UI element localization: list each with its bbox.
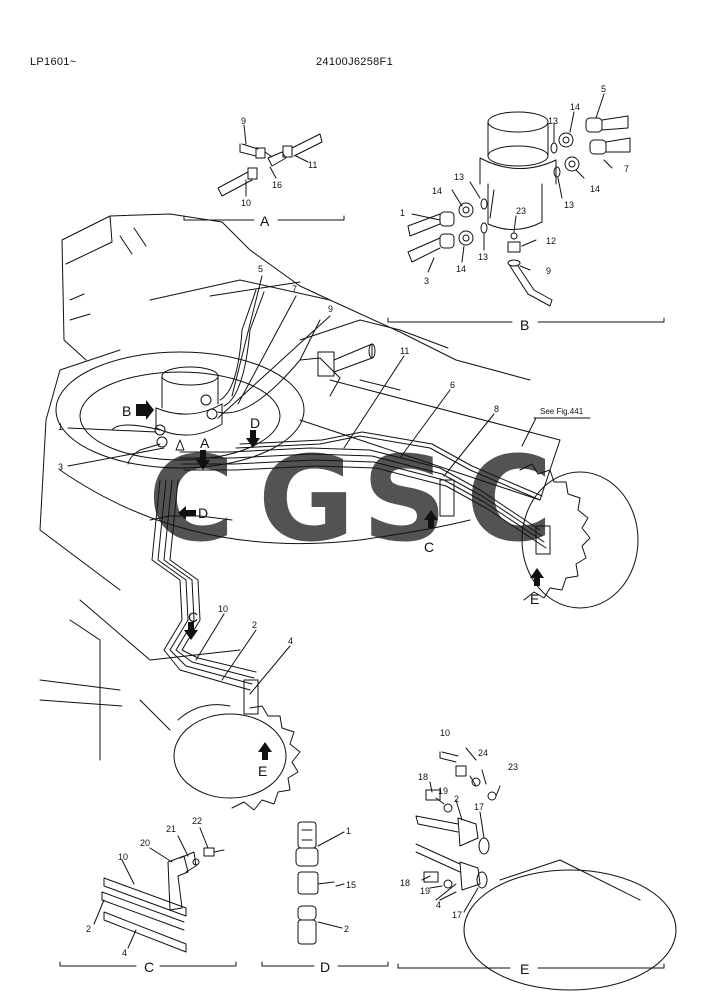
label-9: 9 xyxy=(328,304,333,314)
view-b-caption: B xyxy=(520,317,529,333)
arrow-label-a: A xyxy=(200,435,210,451)
view-c-caption: C xyxy=(144,959,154,975)
label-21: 21 xyxy=(166,824,176,834)
detail-a-labels: 9 11 16 10 A xyxy=(241,116,317,229)
upper-frame-body xyxy=(39,213,561,761)
label-24: 24 xyxy=(478,748,488,758)
label-1: 1 xyxy=(58,422,63,432)
travel-motor-right xyxy=(519,463,639,609)
arrow-label-e: E xyxy=(530,591,539,607)
label-2: 2 xyxy=(344,924,349,934)
detail-d-labels: 1 15 2 D xyxy=(320,826,356,975)
label-12: 12 xyxy=(546,236,556,246)
detail-b-labels: 5 14 13 7 14 13 13 14 1 23 12 14 13 3 9 … xyxy=(400,84,629,333)
label-10: 10 xyxy=(440,728,450,738)
main-hose-routing xyxy=(111,289,551,715)
travel-motor-left xyxy=(173,704,301,811)
label-14: 14 xyxy=(570,102,580,112)
label-10: 10 xyxy=(218,604,228,614)
see-figure-reference: See Fig.441 xyxy=(540,407,584,416)
label-9: 9 xyxy=(241,116,246,126)
label-19: 19 xyxy=(420,886,430,896)
watermark-letter-3: S xyxy=(362,430,447,568)
label-6: 6 xyxy=(450,380,455,390)
label-23: 23 xyxy=(516,206,526,216)
label-2: 2 xyxy=(252,620,257,630)
detail-d-drawing xyxy=(261,821,389,967)
cgsc-watermark: C G S C xyxy=(148,430,553,568)
watermark-letter-1: C xyxy=(148,430,235,568)
part-number: 24100J6258F1 xyxy=(316,56,393,68)
detail-c-labels: 22 21 20 10 2 4 C xyxy=(86,816,202,975)
label-3: 3 xyxy=(58,462,63,472)
arrow-label-b: B xyxy=(122,403,131,419)
label-11: 11 xyxy=(308,160,317,170)
label-3: 3 xyxy=(424,276,429,286)
detail-b-drawing xyxy=(387,93,665,323)
label-20: 20 xyxy=(140,838,150,848)
label-2: 2 xyxy=(86,924,91,934)
label-5: 5 xyxy=(601,84,606,94)
detail-e-labels: 10 24 23 18 19 2 17 18 19 4 17 E xyxy=(400,728,529,977)
label-13: 13 xyxy=(454,172,464,182)
label-16: 16 xyxy=(272,180,282,190)
label-4: 4 xyxy=(122,948,127,958)
model-range: LP1601~ xyxy=(30,56,77,68)
label-1: 1 xyxy=(346,826,351,836)
label-22: 22 xyxy=(192,816,202,826)
arrow-label-e: E xyxy=(258,763,267,779)
label-10: 10 xyxy=(241,198,251,208)
label-17: 17 xyxy=(452,910,462,920)
label-1: 1 xyxy=(400,208,405,218)
label-10: 10 xyxy=(118,852,128,862)
label-18: 18 xyxy=(400,878,410,888)
watermark-letter-4: C xyxy=(466,430,553,568)
view-a-caption: A xyxy=(260,213,270,229)
view-e-caption: E xyxy=(520,961,529,977)
label-14: 14 xyxy=(432,186,442,196)
label-13: 13 xyxy=(564,200,574,210)
detail-a-drawing xyxy=(183,124,345,221)
label-7: 7 xyxy=(292,284,297,294)
label-13: 13 xyxy=(478,252,488,262)
label-19: 19 xyxy=(438,786,448,796)
label-18: 18 xyxy=(418,772,428,782)
detail-c-drawing xyxy=(59,827,237,967)
label-23: 23 xyxy=(508,762,518,772)
main-leaders xyxy=(67,275,591,695)
label-17: 17 xyxy=(474,802,484,812)
arrow-label-d: D xyxy=(250,415,260,431)
arrow-label-d: D xyxy=(198,505,208,521)
label-14: 14 xyxy=(590,184,600,194)
view-arrows xyxy=(136,400,544,760)
swivel-joint-main xyxy=(154,366,223,451)
label-14: 14 xyxy=(456,264,466,274)
detail-e-drawing xyxy=(397,747,677,991)
label-8: 8 xyxy=(494,404,499,414)
watermark-letter-2: G xyxy=(258,430,355,568)
main-labels: 5 7 9 11 6 8 1 3 10 2 4 B A D D C C E E … xyxy=(58,264,584,779)
label-9: 9 xyxy=(546,266,551,276)
label-7: 7 xyxy=(624,164,629,174)
label-13: 13 xyxy=(548,116,558,126)
label-4: 4 xyxy=(436,900,441,910)
arrow-label-c: C xyxy=(424,539,434,555)
label-5: 5 xyxy=(258,264,263,274)
label-15: 15 xyxy=(346,880,356,890)
label-4: 4 xyxy=(288,636,293,646)
arrow-label-c: C xyxy=(188,609,198,625)
view-d-caption: D xyxy=(320,959,330,975)
label-2: 2 xyxy=(454,794,459,804)
label-11: 11 xyxy=(400,346,409,356)
